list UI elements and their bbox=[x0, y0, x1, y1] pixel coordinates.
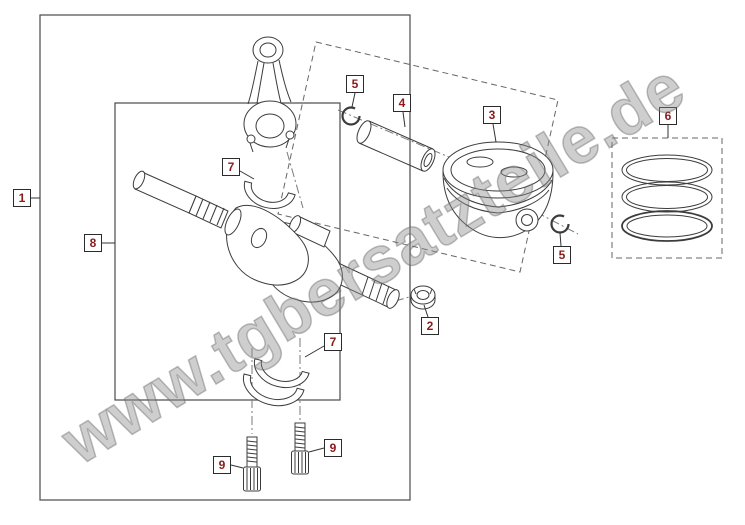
callout-7-lower: 7 bbox=[324, 333, 342, 351]
bolt-right-drawing bbox=[291, 422, 309, 475]
bearing-shell-lower-drawing bbox=[243, 358, 310, 407]
callout-leader-lines bbox=[31, 92, 669, 469]
piston-rings-drawing bbox=[621, 154, 713, 242]
callout-9-left: 9 bbox=[213, 456, 231, 474]
outer-assembly-box bbox=[39, 14, 411, 501]
circlip-left-drawing bbox=[341, 106, 361, 126]
callout-7-upper: 7 bbox=[222, 158, 240, 176]
callout-3: 3 bbox=[483, 106, 501, 124]
callout-9-right: 9 bbox=[324, 439, 342, 457]
connecting-rod-drawing bbox=[243, 36, 297, 153]
bearing-shell-upper-drawing bbox=[243, 180, 296, 209]
callout-1: 1 bbox=[13, 189, 31, 207]
bolt-left-drawing bbox=[243, 436, 261, 492]
callout-4: 4 bbox=[393, 94, 411, 112]
piston-group-box bbox=[277, 41, 559, 273]
callout-2: 2 bbox=[421, 317, 439, 335]
circlip-right-drawing bbox=[550, 214, 570, 234]
callout-8: 8 bbox=[84, 234, 102, 252]
piston-rings-box bbox=[611, 137, 723, 259]
callout-6: 6 bbox=[659, 107, 677, 125]
callout-5-left: 5 bbox=[346, 75, 364, 93]
nut-drawing bbox=[410, 285, 436, 310]
crankshaft-drawing bbox=[132, 170, 400, 309]
piston-drawing bbox=[442, 141, 554, 239]
callout-5-right: 5 bbox=[553, 246, 571, 264]
crankshaft-box bbox=[114, 102, 341, 401]
piston-pin-drawing bbox=[356, 120, 436, 172]
